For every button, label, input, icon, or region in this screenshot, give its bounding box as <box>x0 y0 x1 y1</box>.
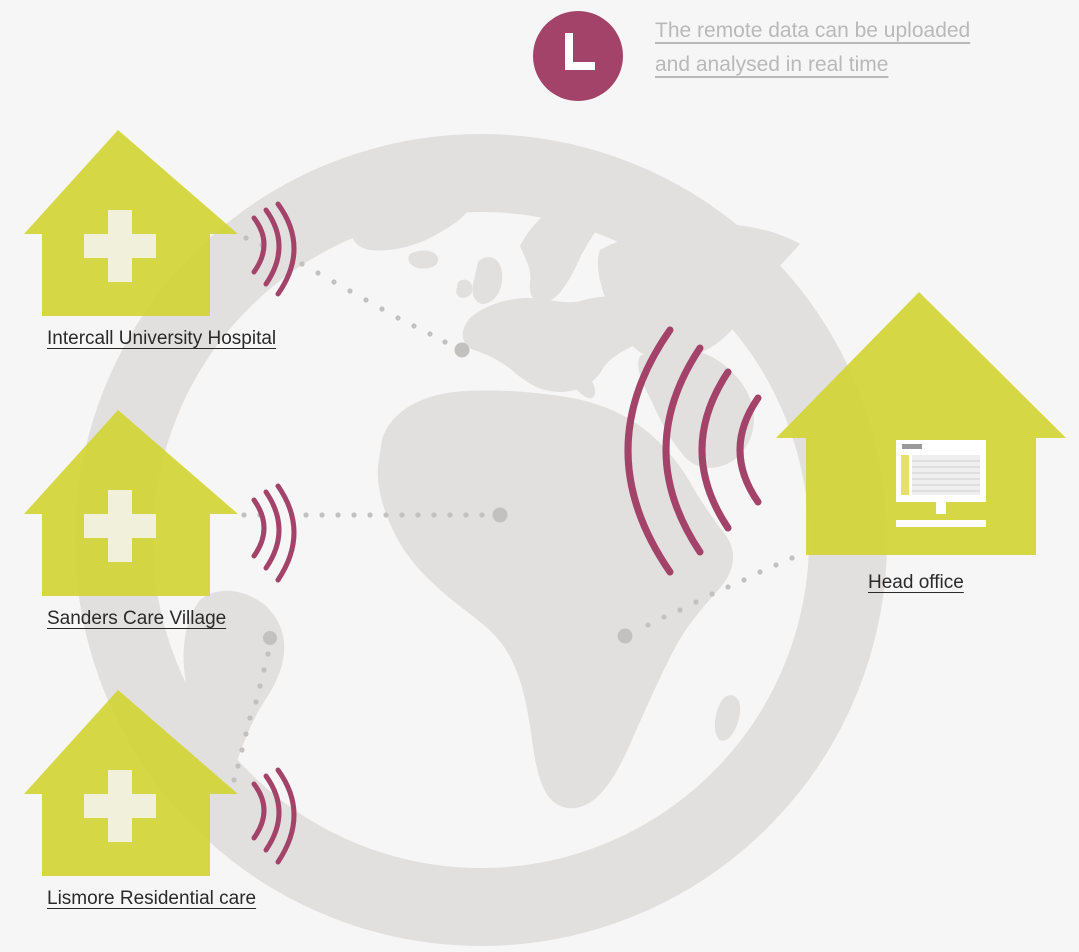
cross-icon <box>84 770 156 842</box>
site-house-3[interactable] <box>24 690 238 876</box>
world-map <box>183 176 800 827</box>
signal-waves-3 <box>251 767 297 865</box>
signal-waves-2 <box>251 483 297 583</box>
realtime-note: The remote data can be uploaded and anal… <box>655 14 970 82</box>
site-house-2[interactable] <box>24 410 238 596</box>
head-office-label[interactable]: Head office <box>868 572 964 593</box>
clock-icon <box>533 11 623 101</box>
site-house-1[interactable] <box>24 130 238 316</box>
head-office-house[interactable] <box>776 292 1066 555</box>
note-line-1[interactable]: The remote data can be uploaded <box>655 19 971 42</box>
site-label-1[interactable]: Intercall University Hospital <box>47 328 277 349</box>
site-label-2[interactable]: Sanders Care Village <box>47 608 227 629</box>
cross-icon <box>84 490 156 562</box>
note-line-2[interactable]: and analysed in real time <box>655 53 889 76</box>
computer-icon <box>896 440 986 527</box>
signal-waves-head-office <box>624 326 762 576</box>
site-label-3[interactable]: Lismore Residential care <box>47 888 257 909</box>
cross-icon <box>84 210 156 282</box>
signal-waves-1 <box>251 201 297 297</box>
